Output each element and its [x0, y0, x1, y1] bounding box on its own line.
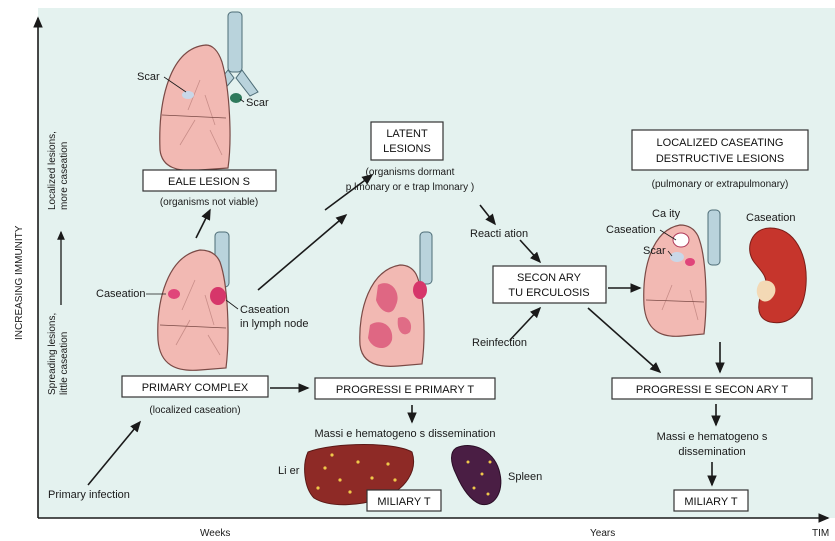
localized-caseating-box: LOCALIZED CASEATING DESTRUCTIVE LESIONS [632, 130, 808, 170]
progressive-primary-box: PROGRESSI E PRIMARY T [315, 378, 495, 399]
y-lower-label-2: little caseation [59, 332, 70, 395]
progressive-secondary-box: PROGRESSI E SECON ARY T [612, 378, 812, 399]
healed-lesions-box: EALE LESION S [143, 170, 276, 191]
y-lower-label-1: Spreading lesions, [47, 313, 58, 395]
primary-infection-label: Primary infection [48, 489, 130, 501]
cavity-label: Ca ity [652, 208, 681, 220]
localized-title-2: DESTRUCTIVE LESIONS [656, 153, 784, 165]
primary-complex-box: PRIMARY COMPLEX [122, 376, 268, 397]
x-years-label: Years [590, 528, 615, 539]
latent-title-1: LATENT [386, 128, 428, 140]
y-axis-label: INCREASING IMMUNITY [14, 225, 25, 340]
healed-scar-right-label: Scar [246, 97, 269, 109]
miliary-box-right: MILIARY T [674, 490, 748, 511]
healed-scar-left-label: Scar [137, 71, 160, 83]
miliary-box-left: MILIARY T [367, 490, 441, 511]
secondary-title-2: TU ERCULOSIS [508, 287, 589, 299]
primary-caseation-label: Caseation [96, 288, 146, 300]
localized-subtitle: (pulmonary or extrapulmonary) [652, 179, 789, 190]
progressive-primary-dissemination: Massi e hematogeno s dissemination [315, 428, 496, 440]
x-time-label: TIM [812, 528, 829, 539]
reactivation-label: Reacti ation [470, 228, 528, 240]
reinfection-label: Reinfection [472, 337, 527, 349]
progressive-secondary-dissemination-1: Massi e hematogeno s [657, 431, 768, 443]
primary-lymph-label-2: in lymph node [240, 318, 309, 330]
primary-complex-subtitle: (localized caseation) [149, 405, 240, 416]
miliary-right-title: MILIARY T [684, 496, 737, 508]
localized-title-1: LOCALIZED CASEATING [657, 137, 784, 149]
latent-desc-2: p lmonary or e trap lmonary ) [346, 182, 474, 193]
y-upper-label-1: Localized lesions, [47, 131, 58, 210]
progressive-primary-title: PROGRESSI E PRIMARY T [336, 384, 474, 396]
miliary-left-title: MILIARY T [377, 496, 430, 508]
x-weeks-label: Weeks [200, 528, 230, 539]
secondary-title-1: SECON ARY [517, 272, 582, 284]
spleen-label: Spleen [508, 471, 542, 483]
healed-lesions-subtitle: (organisms not viable) [160, 197, 258, 208]
primary-lymph-label-1: Caseation [240, 304, 290, 316]
progressive-secondary-dissemination-2: dissemination [678, 446, 745, 458]
latent-title-2: LESIONS [383, 143, 431, 155]
y-upper-label-2: more caseation [59, 142, 70, 210]
liver-label: Li er [278, 465, 300, 477]
latent-desc-1: (organisms dormant [366, 167, 455, 178]
lung-caseation-label: Caseation [606, 224, 656, 236]
secondary-tb-box: SECON ARY TU ERCULOSIS [493, 266, 606, 303]
healed-lesions-title: EALE LESION S [168, 176, 250, 188]
latent-lesions-box: LATENT LESIONS [371, 122, 443, 160]
lung-scar-label: Scar [643, 245, 666, 257]
kidney-caseation-label: Caseation [746, 212, 796, 224]
progressive-secondary-title: PROGRESSI E SECON ARY T [636, 384, 788, 396]
primary-complex-title: PRIMARY COMPLEX [142, 382, 249, 394]
